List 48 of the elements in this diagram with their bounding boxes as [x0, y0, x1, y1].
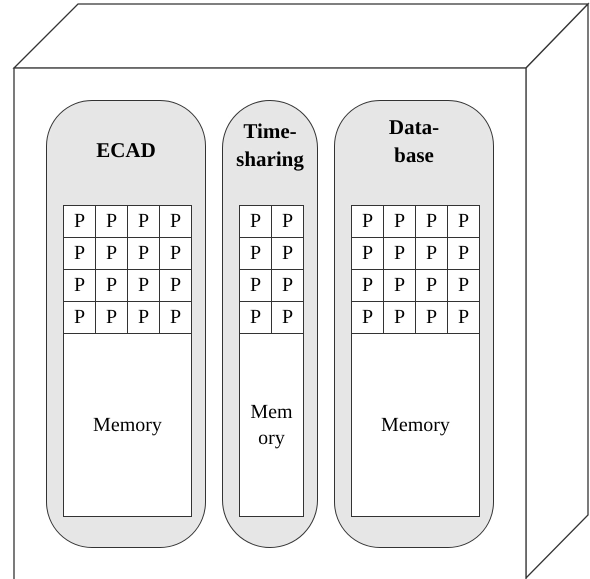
processor-cell: P	[383, 301, 416, 334]
processor-cell: P	[95, 301, 128, 334]
memory-block: Memory	[63, 333, 192, 517]
processor-cell: P	[127, 205, 160, 238]
processor-cell: P	[447, 269, 480, 302]
processor-cell: P	[415, 301, 448, 334]
processor-cell: P	[159, 205, 192, 238]
processor-cell: P	[447, 301, 480, 334]
processor-cell: P	[447, 237, 480, 270]
processor-cell: P	[271, 237, 304, 270]
processor-cell: P	[271, 269, 304, 302]
processor-cell: P	[127, 237, 160, 270]
processor-cell: P	[415, 237, 448, 270]
partition-title: Data- base	[388, 114, 440, 169]
processor-cell: P	[239, 301, 272, 334]
processor-cell: P	[159, 269, 192, 302]
processor-cell: P	[63, 301, 96, 334]
processor-cell: P	[159, 237, 192, 270]
processor-cell: P	[63, 205, 96, 238]
processor-cell: P	[351, 237, 384, 270]
processor-cell: P	[415, 205, 448, 238]
processor-cell: P	[239, 269, 272, 302]
processor-cell: P	[127, 301, 160, 334]
processor-cell: P	[415, 269, 448, 302]
processor-cell: P	[351, 205, 384, 238]
processor-cell: P	[383, 237, 416, 270]
processor-cell: P	[239, 237, 272, 270]
partition-title: ECAD	[95, 137, 157, 164]
processor-cell: P	[351, 301, 384, 334]
partition-title: Time- sharing	[235, 118, 305, 173]
processor-cell: P	[63, 269, 96, 302]
processor-cell: P	[351, 269, 384, 302]
processor-cell: P	[383, 269, 416, 302]
processor-cell: P	[271, 205, 304, 238]
processor-cell: P	[63, 237, 96, 270]
processor-cell: P	[95, 205, 128, 238]
partition-panel	[46, 100, 206, 548]
processor-cell: P	[95, 269, 128, 302]
memory-block: Memory	[351, 333, 480, 517]
processor-cell: P	[159, 301, 192, 334]
processor-cell: P	[383, 205, 416, 238]
processor-cell: P	[127, 269, 160, 302]
processor-cell: P	[95, 237, 128, 270]
processor-cell: P	[447, 205, 480, 238]
partition-panel	[334, 100, 494, 548]
processor-cell: P	[239, 205, 272, 238]
processor-cell: P	[271, 301, 304, 334]
memory-block: Mem ory	[239, 333, 304, 517]
